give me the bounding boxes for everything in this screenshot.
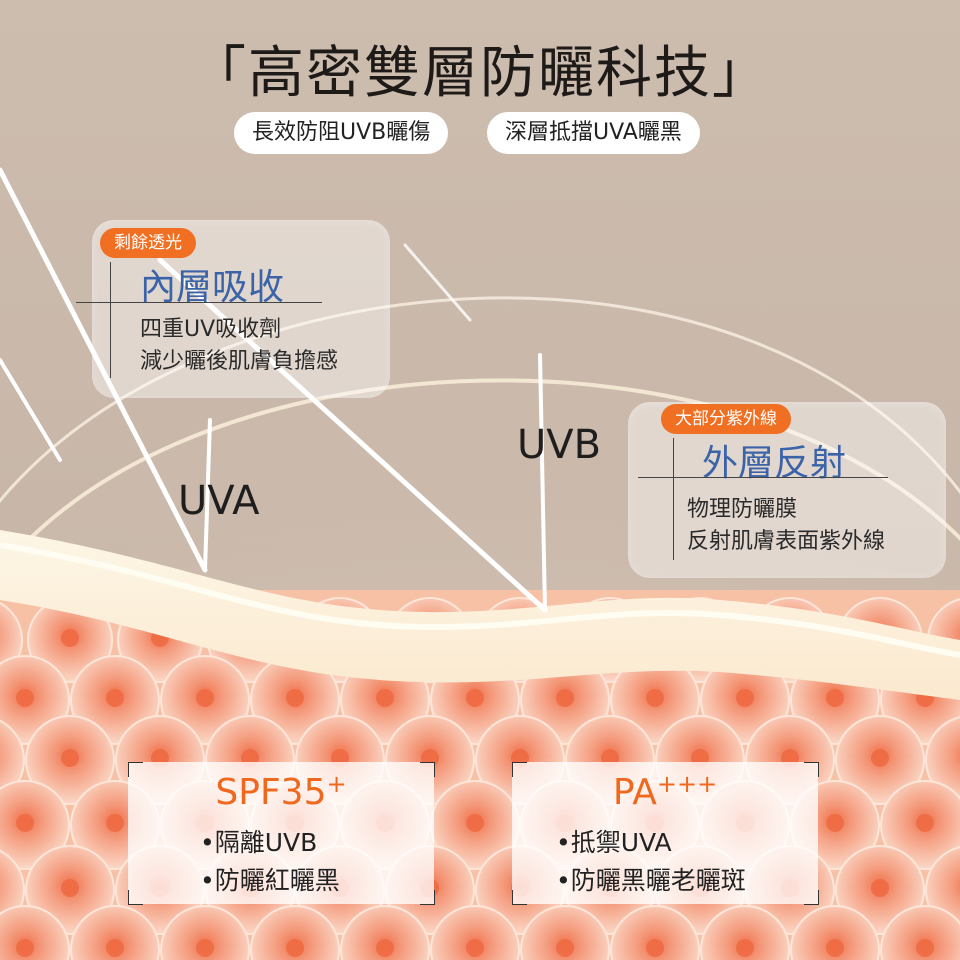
uva-ray-incoming	[0, 167, 208, 573]
skin-cell	[520, 905, 610, 960]
cell-nucleus	[916, 939, 934, 957]
cell-nucleus	[736, 689, 754, 707]
pa-corner-tr	[804, 762, 819, 777]
inner-desc-line-1: 四重UV吸收劑	[140, 317, 282, 342]
cell-nucleus	[196, 689, 214, 707]
pa-corner-bl	[512, 890, 527, 905]
skin-cell	[0, 719, 25, 801]
cell-nucleus	[106, 689, 124, 707]
cell-nucleus	[556, 939, 574, 957]
skin-cell	[880, 905, 960, 960]
cell-nucleus	[16, 814, 34, 832]
inner-layer-heading: 內層吸收	[140, 267, 285, 308]
skin-cell	[340, 905, 430, 960]
feature-pill-uvb: 長效防阻UVB曬傷	[234, 112, 449, 154]
cell-nucleus	[736, 939, 754, 957]
cell-nucleus	[916, 814, 934, 832]
skin-cell	[160, 905, 250, 960]
cell-nucleus	[286, 939, 304, 957]
inner-divider-h	[76, 302, 322, 303]
feature-pill-uva: 深層抵擋UVA曬黑	[487, 112, 700, 154]
uva-ray-up	[203, 418, 212, 572]
pa-item-1: •抵禦UVA	[556, 828, 672, 857]
cell-nucleus	[376, 939, 394, 957]
inner-layer-desc: 四重UV吸收劑 減少曬後肌膚負擔感	[140, 314, 338, 378]
ray-left-short	[0, 358, 62, 462]
outer-divider-h	[638, 477, 888, 478]
inner-dome-arc	[0, 378, 960, 576]
spf-benefits: •隔離UVB •防曬紅曬黑	[200, 824, 340, 900]
cell-nucleus	[61, 749, 79, 767]
cell-nucleus	[61, 629, 79, 647]
cell-nucleus	[871, 749, 889, 767]
cell-nucleus	[466, 814, 484, 832]
outer-layer-badge: 大部分紫外線	[661, 404, 791, 434]
skin-cell	[70, 905, 160, 960]
ray-top-right	[403, 243, 472, 322]
cell-nucleus	[376, 689, 394, 707]
spf-corner-tl	[128, 762, 143, 777]
outer-desc-line-2: 反射肌膚表面紫外線	[687, 529, 886, 554]
uvb-ray-reflected	[538, 353, 547, 612]
skin-cell	[700, 905, 790, 960]
pa-corner-tl	[512, 762, 527, 777]
pa-item-2: •防曬黑曬老曬斑	[556, 866, 746, 895]
skin-cell	[790, 905, 880, 960]
cell-nucleus	[16, 939, 34, 957]
uv-rays	[0, 167, 548, 613]
cell-nucleus	[646, 689, 664, 707]
cell-nucleus	[826, 814, 844, 832]
outer-layer-desc: 物理防曬膜 反射肌膚表面紫外線	[687, 494, 885, 558]
skin-cell	[430, 905, 520, 960]
inner-layer-badge: 剩餘透光	[100, 228, 196, 258]
spf-corner-br	[420, 890, 435, 905]
cell-nucleus	[106, 814, 124, 832]
spf-card: SPF35+ •隔離UVB •防曬紅曬黑	[128, 762, 434, 904]
cell-nucleus	[646, 939, 664, 957]
page-title: 「高密雙層防曬科技」	[190, 41, 770, 106]
cell-nucleus	[871, 879, 889, 897]
skin-cell	[250, 905, 340, 960]
uvb-ray-incoming	[157, 257, 548, 613]
pa-corner-br	[804, 890, 819, 905]
spf-corner-bl	[128, 890, 143, 905]
skin-membrane	[0, 530, 960, 700]
outer-divider-v	[673, 438, 674, 560]
cell-nucleus	[106, 939, 124, 957]
skin-cell	[0, 780, 70, 870]
uvb-label: UVB	[517, 422, 602, 468]
cell-nucleus	[556, 689, 574, 707]
spf-item-1: •隔離UVB	[200, 828, 318, 857]
outer-layer-heading: 外層反射	[702, 443, 847, 484]
cell-nucleus	[826, 939, 844, 957]
uva-label: UVA	[178, 478, 260, 524]
pa-benefits: •抵禦UVA •防曬黑曬老曬斑	[556, 824, 746, 900]
pa-value: PA+++	[612, 770, 718, 813]
cell-nucleus	[286, 689, 304, 707]
outer-dome-arc	[0, 296, 960, 504]
spf-item-2: •防曬紅曬黑	[200, 866, 340, 895]
cell-nucleus	[196, 939, 214, 957]
cell-nucleus	[466, 939, 484, 957]
cell-nucleus	[16, 689, 34, 707]
inner-desc-line-2: 減少曬後肌膚負擔感	[140, 349, 339, 374]
spf-corner-tr	[420, 762, 435, 777]
spf-value: SPF35+	[215, 770, 347, 813]
membrane-highlight	[0, 542, 960, 658]
pa-card: PA+++ •抵禦UVA •防曬黑曬老曬斑	[512, 762, 818, 904]
inner-divider-v	[110, 262, 111, 378]
cell-nucleus	[826, 689, 844, 707]
cell-nucleus	[466, 689, 484, 707]
skin-cell	[610, 905, 700, 960]
outer-desc-line-1: 物理防曬膜	[687, 497, 798, 522]
cell-nucleus	[61, 879, 79, 897]
